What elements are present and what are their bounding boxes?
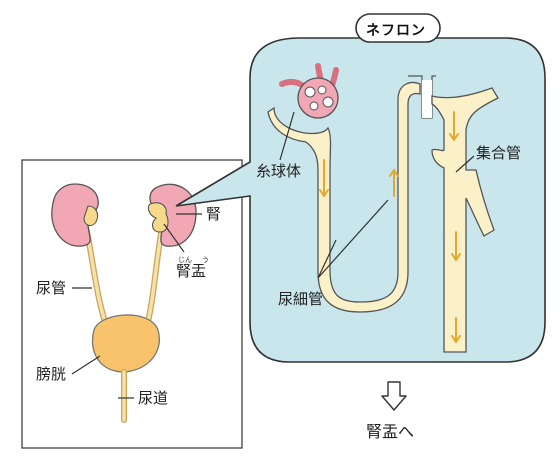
right-kidney-pelvis xyxy=(147,202,169,233)
nephron-title: ネフロン xyxy=(366,23,426,39)
glomerulus-lobe xyxy=(322,96,334,108)
leader-collecting-duct xyxy=(455,155,475,173)
down-arrow-icon xyxy=(381,381,407,411)
glomerulus-lobe xyxy=(317,85,327,95)
label-bladder: 膀胱 xyxy=(36,365,67,383)
ruby-pelvis-2: う xyxy=(202,256,209,264)
title-badge xyxy=(355,13,441,43)
connecting-duct-fill xyxy=(422,80,432,118)
label-glomerulus: 糸球体 xyxy=(256,162,302,180)
glomerulus xyxy=(297,77,339,119)
collecting-duct xyxy=(431,87,499,353)
label-ureter: 尿管 xyxy=(36,279,67,297)
label-tubule: 尿細管 xyxy=(278,290,324,308)
bowman-capsule-and-tubule xyxy=(267,81,421,313)
left-kidney-pelvis xyxy=(83,205,99,227)
leader-glomerulus xyxy=(279,111,295,161)
flow-arrows xyxy=(319,111,461,343)
left-kidney xyxy=(51,183,99,247)
leader-bladder xyxy=(71,355,101,375)
glomerulus-lobe xyxy=(304,86,316,98)
glomerulus-lobe xyxy=(309,101,319,111)
label-kidney: 腎 xyxy=(206,205,222,223)
label-collecting-duct: 集合管 xyxy=(476,144,522,162)
bottom-caption: 腎盂へ xyxy=(366,422,415,441)
right-kidney xyxy=(149,183,197,247)
label-pelvis: 腎盂 xyxy=(176,262,207,280)
bladder xyxy=(91,314,160,373)
leader-tubule-2 xyxy=(317,199,389,279)
leader-tubule-1 xyxy=(317,239,337,279)
label-urethra: 尿道 xyxy=(138,389,169,407)
leader-pelvis xyxy=(163,223,185,253)
ruby-pelvis-1: じん xyxy=(178,256,192,264)
